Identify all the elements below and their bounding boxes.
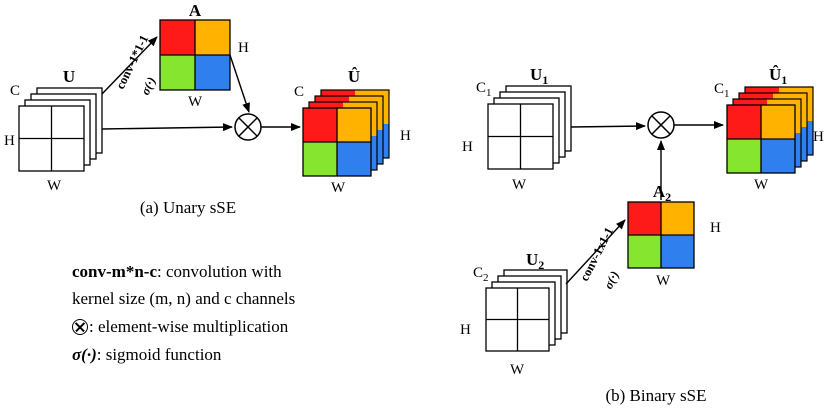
binary-output-stack bbox=[726, 86, 814, 174]
unary-output-channel-label: C bbox=[294, 84, 304, 100]
unary-input-channel-label: C bbox=[10, 83, 20, 99]
binary-input2-channel-label: C2 bbox=[473, 265, 489, 284]
binary-output-height-label: H bbox=[813, 129, 824, 145]
binary-conv-arrow bbox=[565, 219, 626, 285]
unary-output-stack bbox=[302, 89, 390, 177]
legend-multiply: : element-wise multiplication bbox=[72, 317, 288, 337]
unary-output-height-label: H bbox=[400, 128, 411, 144]
binary-output-width-label: W bbox=[754, 177, 769, 193]
binary-input1-height-label: H bbox=[462, 139, 473, 155]
legend-conv-desc: : convolution with bbox=[156, 262, 282, 281]
binary-sigmoid-label: σ(·) bbox=[601, 269, 622, 292]
legend-conv-line2: kernel size (m, n) and c channels bbox=[72, 289, 295, 309]
binary-input2-stack bbox=[485, 269, 568, 352]
binary-input1-channel-label: C1 bbox=[476, 80, 492, 99]
legend-conv-term: conv-m*n-c bbox=[72, 262, 157, 281]
unary-input-width-label: W bbox=[47, 178, 62, 194]
legend-conv-desc2: kernel size (m, n) and c channels bbox=[72, 289, 296, 308]
unary-output-title: Û bbox=[348, 67, 360, 86]
binary-multiply-icon bbox=[647, 111, 675, 139]
unary-skip-arrow bbox=[101, 123, 233, 132]
unary-attention-arrow bbox=[229, 54, 250, 113]
unary-multiply-icon bbox=[234, 113, 262, 141]
unary-attention-height-label: H bbox=[238, 40, 249, 56]
multiply-icon bbox=[72, 319, 88, 335]
unary-input-title: U bbox=[63, 67, 75, 86]
legend-conv: conv-m*n-c: convolution with bbox=[72, 262, 282, 282]
binary-attention-width-label: W bbox=[656, 273, 671, 289]
binary-skip-arrow bbox=[570, 122, 646, 131]
unary-attention-map bbox=[159, 19, 231, 91]
binary-input2-height-label: H bbox=[460, 322, 471, 338]
binary-input1-title: U1 bbox=[530, 65, 548, 87]
legend-sigmoid: σ(·): sigmoid function bbox=[72, 345, 221, 365]
unary-conv-arrow bbox=[101, 36, 158, 95]
unary-input-stack bbox=[18, 87, 103, 172]
binary-attention-map bbox=[627, 201, 695, 269]
unary-attention-width-label: W bbox=[188, 94, 203, 110]
legend-sigmoid-term: σ(·) bbox=[72, 345, 97, 364]
unary-input-height-label: H bbox=[4, 133, 15, 149]
unary-attention-title: A bbox=[189, 1, 202, 20]
binary-output-channel-label: C1 bbox=[714, 81, 730, 100]
binary-input2-title: U2 bbox=[526, 250, 544, 272]
binary-output-title: Û1 bbox=[769, 65, 787, 87]
binary-attention-height-label: H bbox=[710, 220, 721, 236]
unary-sigmoid-label: σ(·) bbox=[138, 75, 159, 97]
unary-caption: (a) Unary sSE bbox=[140, 198, 236, 217]
unary-output-width-label: W bbox=[331, 180, 346, 196]
binary-input1-stack bbox=[487, 85, 572, 170]
binary-input2-width-label: W bbox=[510, 362, 525, 378]
binary-caption: (b) Binary sSE bbox=[605, 386, 706, 405]
binary-attention-title: A2 bbox=[653, 182, 671, 204]
legend-multiply-desc: : element-wise multiplication bbox=[89, 317, 289, 336]
binary-input1-width-label: W bbox=[512, 177, 527, 193]
legend-sigmoid-desc: : sigmoid function bbox=[96, 345, 222, 364]
